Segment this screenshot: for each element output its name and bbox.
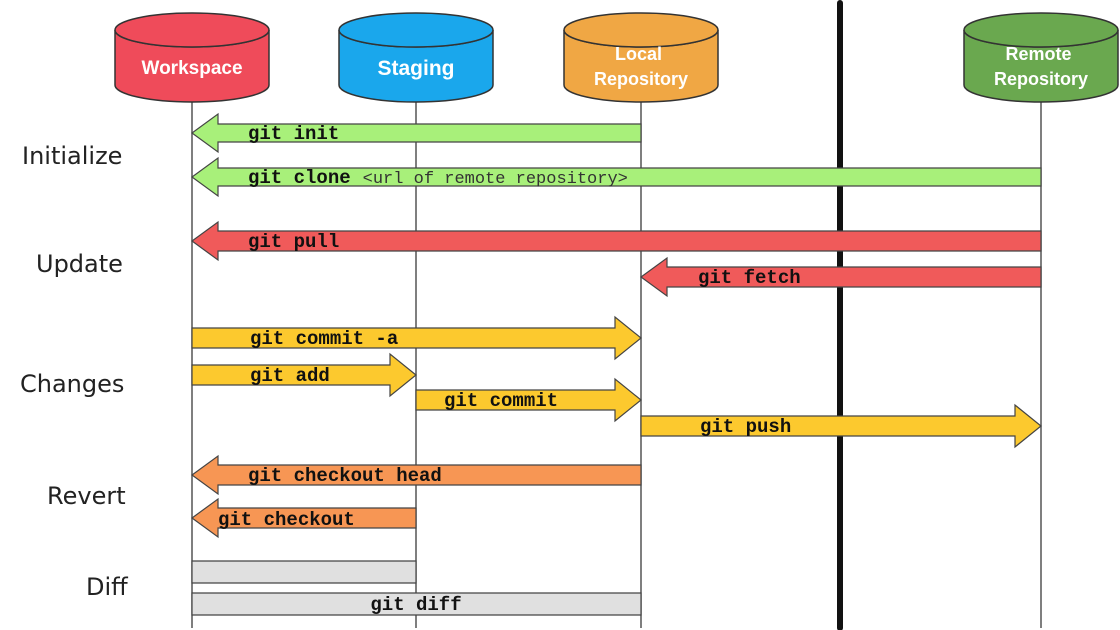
git-push-arrow: git push [640, 403, 1042, 449]
git-fetch-arrow: git fetch [639, 256, 1042, 298]
git-checkout-arrow-shape [190, 497, 417, 539]
row-label-initialize: Initialize [22, 142, 122, 170]
row-labels: Initialize Update Changes Revert Diff [20, 142, 128, 601]
local-repository-cylinder: Local Repository [563, 12, 719, 103]
command-arrows: git init git clone<url of remote reposit… [190, 112, 1042, 616]
workspace-cylinder: Workspace [114, 12, 270, 103]
git-diff-label: git diff [370, 594, 461, 616]
git-diff-staging-box-shape [191, 560, 417, 584]
git-diff-staging-box [191, 560, 417, 584]
git-clone-arrow: git clone<url of remote repository> [190, 156, 1042, 198]
row-label-diff: Diff [86, 573, 128, 601]
git-init-arrow-shape [190, 112, 642, 154]
git-commit-a-arrow-shape [191, 315, 642, 361]
git-push-label: git push [700, 416, 791, 438]
workspace-label: Workspace [141, 58, 242, 79]
git-clone-label: git clone<url of remote repository> [248, 167, 628, 189]
git-commit-a-label: git commit -a [250, 328, 398, 350]
git-clone-arrow-shape [190, 156, 1042, 198]
git-commit-arrow: git commit [415, 377, 642, 423]
staging-cylinder-top [338, 12, 494, 48]
git-init-label: git init [248, 123, 339, 145]
git-checkout-head-arrow: git checkout head [190, 454, 642, 496]
git-fetch-arrow-shape [639, 256, 1042, 298]
workspace-cylinder-top [114, 12, 270, 48]
git-checkout-head-label: git checkout head [248, 465, 442, 487]
local-repository-label: Local Repository [594, 44, 688, 89]
git-fetch-label: git fetch [698, 267, 801, 289]
git-checkout-arrow: git checkout [190, 497, 417, 539]
git-pull-label: git pull [248, 231, 339, 253]
local-repository-cylinder-top [563, 12, 719, 48]
git-push-arrow-shape [640, 403, 1042, 449]
remote-repository-cylinder: Remote Repository [963, 12, 1119, 103]
git-init-arrow: git init [190, 112, 642, 154]
repository-cylinders: Workspace Staging Local Repository Remot… [114, 12, 1119, 103]
remote-repository-cylinder-top [963, 12, 1119, 48]
git-diff-box: git diff [191, 592, 642, 616]
git-diff-box-shape [191, 592, 642, 616]
remote-repository-label: Remote Repository [994, 44, 1088, 89]
row-label-changes: Changes [20, 370, 124, 398]
git-add-arrow: git add [191, 352, 417, 398]
git-add-label: git add [250, 365, 330, 387]
git-commit-label: git commit [444, 390, 558, 412]
staging-label: Staging [378, 57, 455, 80]
git-pull-arrow-shape [190, 220, 1042, 262]
row-label-update: Update [36, 250, 123, 278]
git-add-arrow-shape [191, 352, 417, 398]
row-label-revert: Revert [47, 482, 126, 510]
git-checkout-head-arrow-shape [190, 454, 642, 496]
git-commit-a-arrow: git commit -a [191, 315, 642, 361]
git-checkout-label: git checkout [218, 509, 355, 531]
git-pull-arrow: git pull [190, 220, 1042, 262]
git-commit-arrow-shape [415, 377, 642, 423]
staging-cylinder: Staging [338, 12, 494, 103]
